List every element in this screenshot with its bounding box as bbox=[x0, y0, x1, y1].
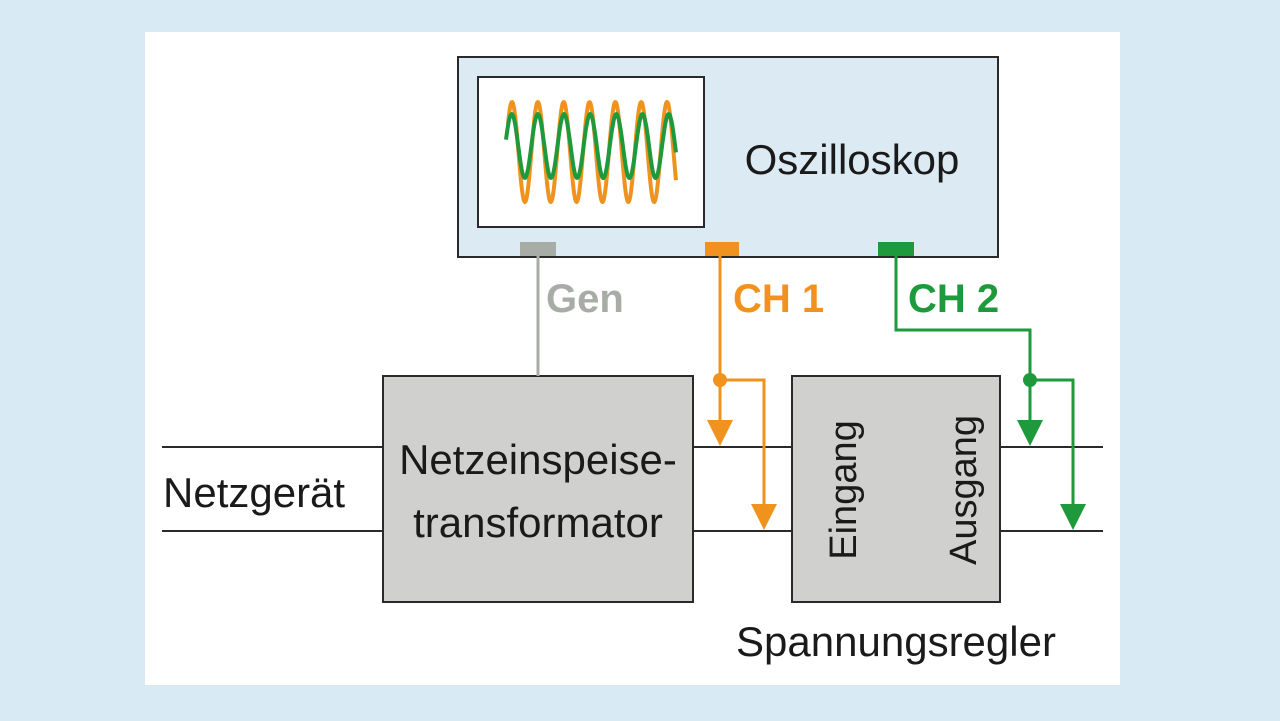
ch2-connector bbox=[878, 242, 914, 256]
ch2-connection: CH 2 bbox=[878, 242, 1086, 530]
power-lines bbox=[162, 446, 1103, 532]
gen-connection: Gen bbox=[520, 242, 624, 376]
oscilloscope: Oszilloskop bbox=[457, 56, 999, 258]
ch1-label: CH 1 bbox=[733, 277, 824, 321]
regulator-label: Spannungsregler bbox=[736, 618, 1056, 665]
ch1-junction bbox=[713, 373, 727, 387]
ch1-waveform bbox=[506, 100, 678, 204]
ch2-arrow-lower bbox=[1060, 504, 1086, 530]
transformer-block: Netzeinspeise- transformator bbox=[382, 375, 694, 603]
power-supply-label: Netzgerät bbox=[163, 469, 345, 516]
ch2-label: CH 2 bbox=[908, 277, 999, 321]
regulator-output-label: Ausgang bbox=[943, 415, 985, 565]
ch2-wire-branch bbox=[1030, 378, 1075, 510]
ch2-waveform bbox=[504, 112, 678, 180]
ch1-wire-branch bbox=[720, 378, 766, 510]
oscilloscope-screen bbox=[477, 76, 705, 228]
gen-connector bbox=[520, 242, 556, 256]
transformer-label-line2: transformator bbox=[413, 499, 663, 546]
ch2-arrow-upper bbox=[1017, 420, 1043, 446]
oscilloscope-label: Oszilloskop bbox=[745, 136, 960, 183]
regulator-input-label: Eingang bbox=[823, 420, 865, 559]
ch1-connection: CH 1 bbox=[705, 242, 824, 530]
ch1-connector bbox=[705, 242, 739, 256]
gen-label: Gen bbox=[546, 277, 624, 321]
regulator-block: Eingang Ausgang Spannungsregler bbox=[736, 375, 1056, 665]
regulator-box bbox=[791, 375, 1001, 603]
ch1-arrow-upper bbox=[707, 420, 733, 446]
transformer-box bbox=[382, 375, 694, 603]
ch1-arrow-lower bbox=[751, 504, 777, 530]
transformer-label-line1: Netzeinspeise- bbox=[399, 436, 677, 483]
ch2-junction bbox=[1023, 373, 1037, 387]
